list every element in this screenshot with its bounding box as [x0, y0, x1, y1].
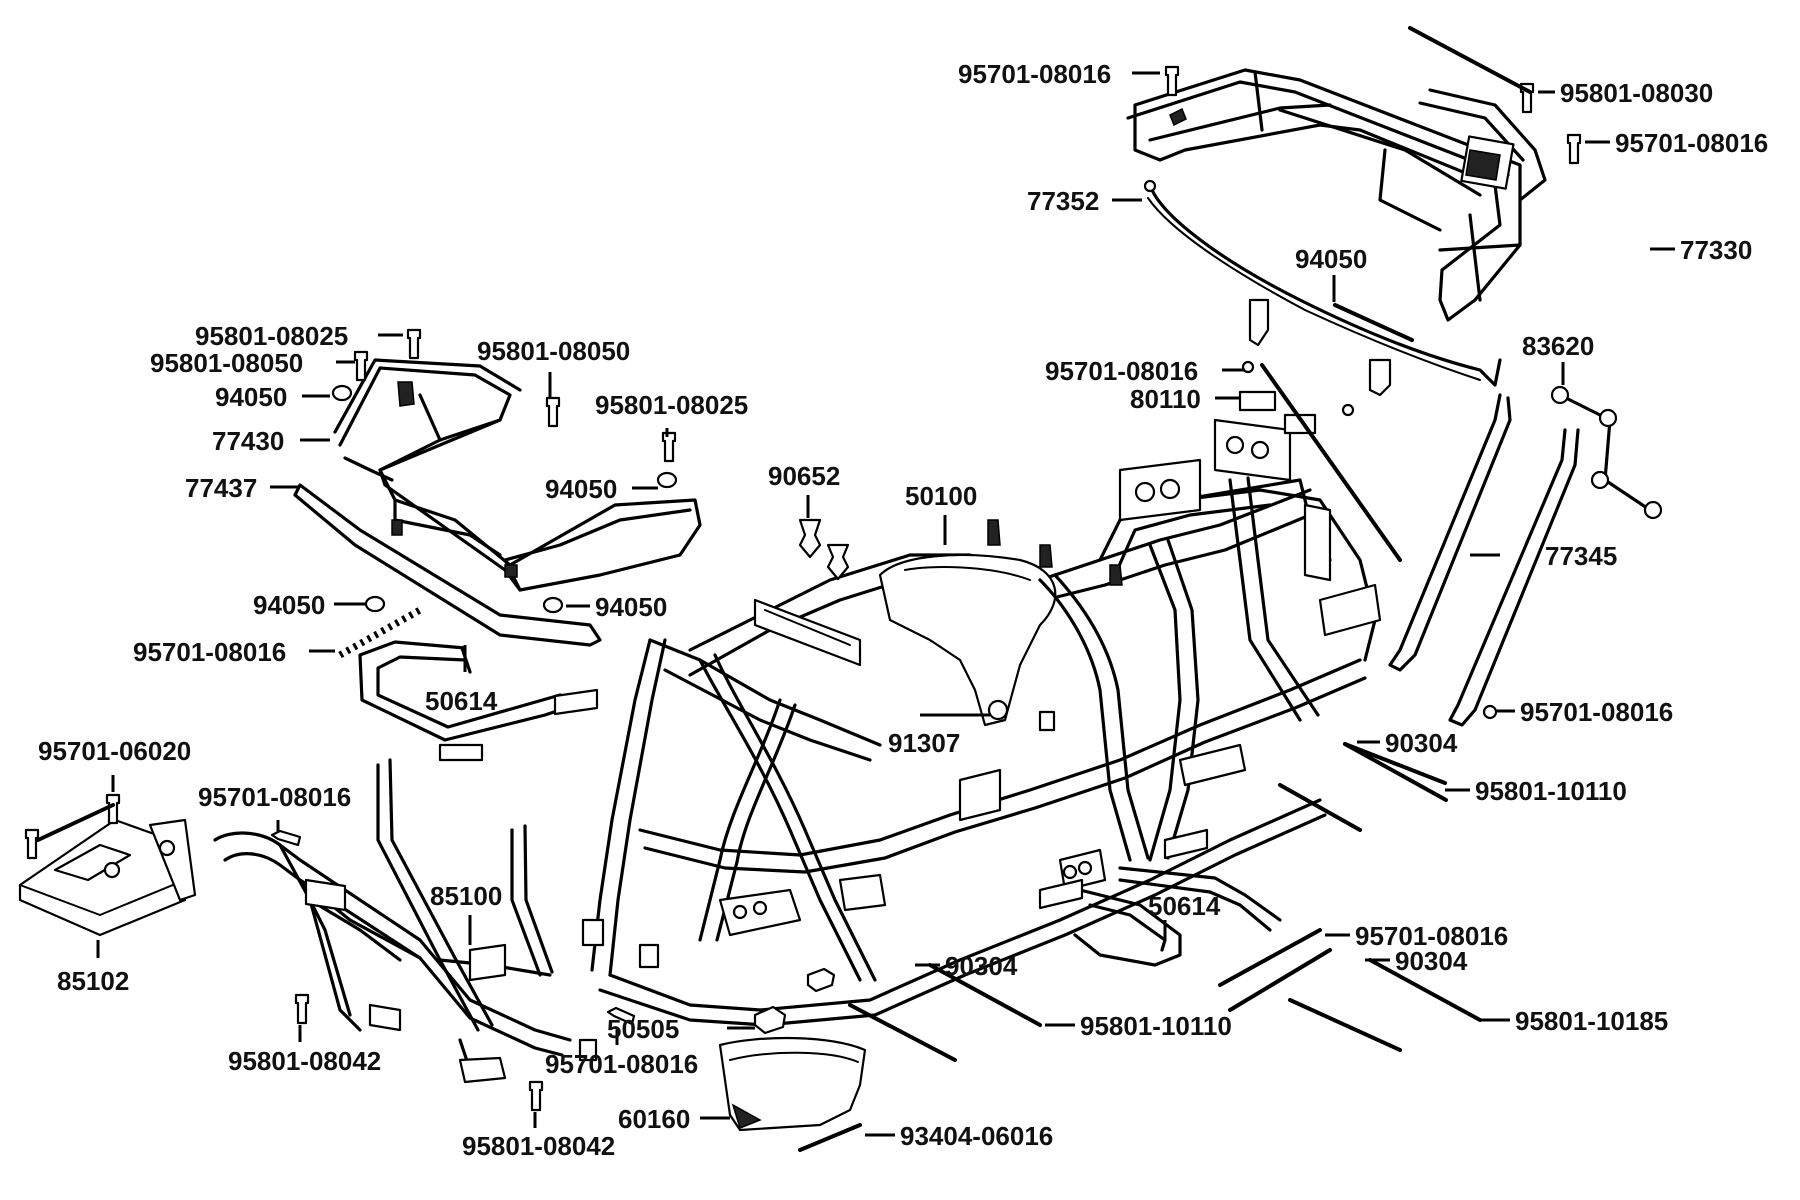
callout-93404-06016: 93404-06016 [900, 1121, 1053, 1151]
link-83620 [1550, 385, 1663, 520]
callout-95701-08016: 95701-08016 [198, 782, 351, 812]
callout-95801-08050: 95801-08050 [150, 348, 303, 378]
front-bumper-85100 [213, 758, 572, 1084]
callout-95701-08016: 95701-08016 [133, 637, 286, 667]
callout-77352: 77352 [1027, 186, 1099, 216]
callout-95801-08042: 95801-08042 [228, 1046, 381, 1076]
small-fasteners [24, 26, 1582, 1152]
callout-labels: 95701-08016 95801-08030 95701-08016 7735… [38, 59, 1768, 1161]
callout-90304: 90304 [1395, 946, 1468, 976]
front-bumper-plate-85102 [18, 818, 197, 937]
callout-50614: 50614 [1148, 891, 1221, 921]
callout-95701-08016: 95701-08016 [958, 59, 1111, 89]
callout-94050: 94050 [545, 474, 617, 504]
callout-90652: 90652 [768, 461, 840, 491]
callout-95701-08016: 95701-08016 [545, 1049, 698, 1079]
callout-90304: 90304 [1385, 728, 1458, 758]
callout-85102: 85102 [57, 966, 129, 996]
callout-95801-10110: 95801-10110 [1080, 1011, 1232, 1041]
callout-leaders [96, 71, 1675, 1137]
callout-80110: 80110 [1130, 384, 1201, 414]
rear-rack-support-77352 [1143, 179, 1502, 397]
callout-94050: 94050 [253, 590, 325, 620]
callout-77330: 77330 [1680, 235, 1752, 265]
callout-95801-08042: 95801-08042 [462, 1131, 615, 1161]
callout-83620: 83620 [1522, 331, 1594, 361]
callout-50100: 50100 [905, 481, 977, 511]
callout-95701-08016: 95701-08016 [1045, 356, 1198, 386]
callout-95801-08030: 95801-08030 [1560, 78, 1713, 108]
callout-77345: 77345 [1545, 541, 1617, 571]
footrest-bracket-left-50614 [358, 640, 599, 762]
callout-94050: 94050 [215, 382, 287, 412]
callout-95701-08016: 95701-08016 [1520, 697, 1673, 727]
footrest-bracket-right-50614 [1038, 828, 1282, 967]
callout-95701-06020: 95701-06020 [38, 736, 191, 766]
rear-rack-77330 [1126, 68, 1547, 322]
callout-60160: 60160 [618, 1104, 690, 1134]
callout-85100: 85100 [430, 881, 502, 911]
callout-95801-10185: 95801-10185 [1515, 1006, 1668, 1036]
main-frame-50100 [578, 418, 1382, 1062]
callout-95701-08016: 95701-08016 [1615, 128, 1768, 158]
callout-94050: 94050 [1295, 244, 1367, 274]
callout-50505: 50505 [607, 1014, 679, 1044]
front-rack-bar-77437 [293, 483, 602, 647]
skid-plate-60160 [718, 1036, 867, 1132]
callout-95801-08025: 95801-08025 [595, 390, 748, 420]
callout-50614: 50614 [425, 686, 498, 716]
callout-77430: 77430 [212, 426, 284, 456]
callout-95801-08050: 95801-08050 [477, 336, 630, 366]
callout-90304: 90304 [945, 951, 1018, 981]
callout-91307: 91307 [888, 728, 960, 758]
callout-95801-10110: 95801-10110 [1475, 776, 1627, 806]
callout-95801-08025: 95801-08025 [195, 321, 348, 351]
front-rack-77430 [333, 358, 702, 592]
rack-support-rods-77345 [1388, 393, 1580, 727]
callout-77437: 77437 [185, 473, 257, 503]
callout-94050: 94050 [595, 592, 667, 622]
callout-95701-08016: 95701-08016 [1355, 921, 1508, 951]
